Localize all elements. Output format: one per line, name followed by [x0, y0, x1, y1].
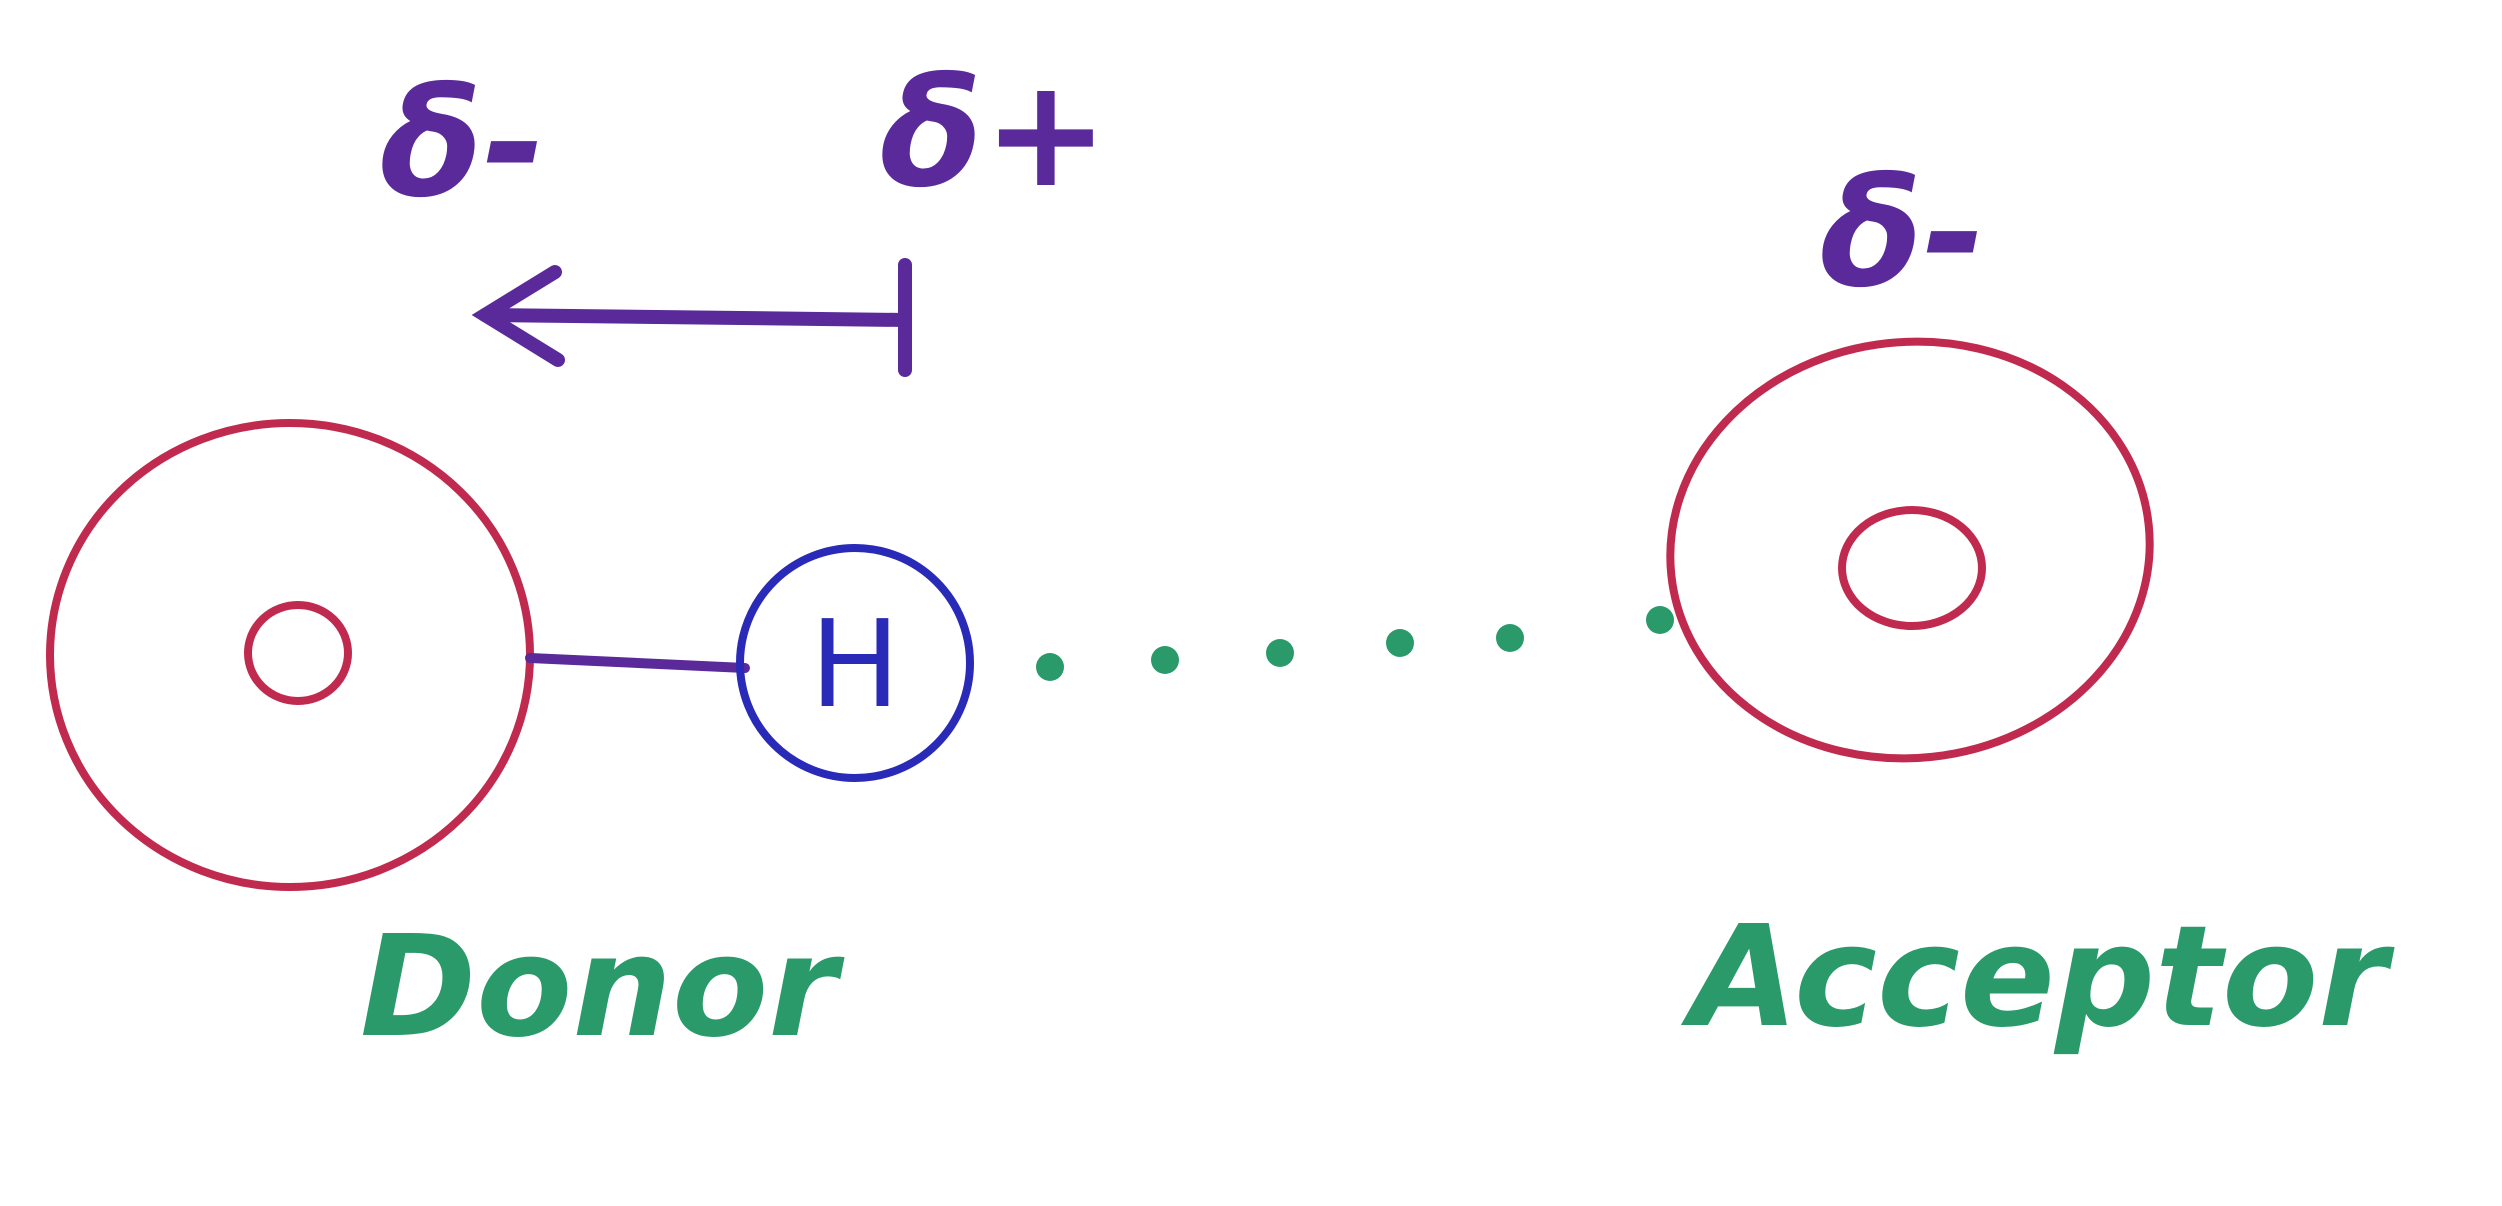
acceptor-oxygen-atom	[1666, 337, 2154, 763]
hydrogen-bond-dots	[1036, 606, 1674, 681]
acceptor-oxygen-charge: δ-	[1820, 147, 1985, 321]
hydrogen-bond-dot	[1496, 624, 1524, 652]
hydrogen-bond-dot	[1151, 646, 1179, 674]
donor-label: Donor	[360, 906, 845, 1069]
hydrogen-charge: δ+	[880, 47, 1109, 221]
hydrogen-bond-dot	[1386, 629, 1414, 657]
hydrogen-bond-dot	[1266, 639, 1294, 667]
hydrogen-symbol: H	[810, 596, 900, 735]
covalent-bond	[525, 653, 750, 673]
hydrogen-bond-dot	[1646, 606, 1674, 634]
hydrogen-bond-dot	[1036, 653, 1064, 681]
acceptor-label: Acceptor	[1680, 896, 2395, 1059]
hydrogen-atom: H	[736, 544, 974, 782]
donor-oxygen-atom	[46, 419, 534, 891]
dipole-arrow	[471, 258, 912, 377]
donor-oxygen-nucleus	[244, 601, 352, 705]
donor-oxygen-charge: δ-	[380, 57, 545, 231]
acceptor-oxygen-nucleus	[1838, 506, 1986, 630]
